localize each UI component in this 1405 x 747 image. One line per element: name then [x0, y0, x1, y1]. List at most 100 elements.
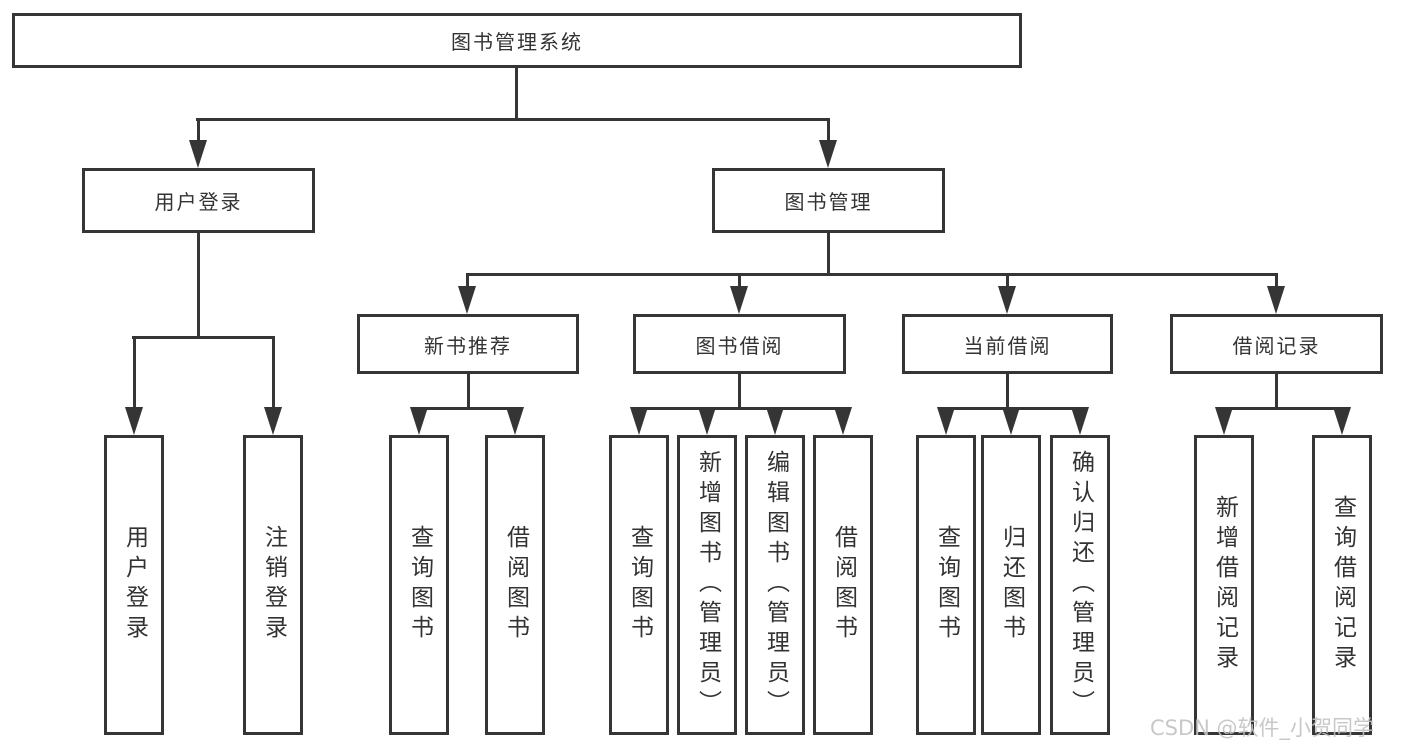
leaf-logout-label: 注销登录: [260, 525, 287, 645]
node-current-borrow-label: 当前借阅: [963, 333, 1052, 358]
node-new-book-recommend: 新书推荐: [357, 314, 579, 374]
node-book-management: 图书管理: [712, 168, 945, 233]
arrow-shaft: [196, 118, 200, 142]
connector-book-management-hbar: [466, 273, 1278, 276]
arrow-head: [1267, 286, 1285, 314]
arrow-shaft: [1005, 273, 1009, 288]
leaf-borrow-book-1-label: 借阅图书: [502, 525, 529, 645]
connector-book-borrow-stem: [738, 374, 741, 410]
arrow-down-icon: [264, 336, 282, 435]
leaf-user-login: 用户登录: [104, 435, 164, 735]
node-new-book-recommend-label: 新书推荐: [424, 333, 512, 358]
arrow-down-icon: [937, 407, 955, 435]
arrow-down-icon: [998, 273, 1016, 314]
arrow-head: [1215, 407, 1233, 435]
node-borrow-record: 借阅记录: [1170, 314, 1383, 374]
csdn-watermark: CSDN @软件_小贺同学: [1150, 716, 1375, 740]
arrow-down-icon: [630, 407, 648, 435]
leaf-user-login-label: 用户登录: [121, 525, 148, 645]
arrow-down-icon: [125, 336, 143, 435]
arrow-down-icon: [1267, 273, 1285, 314]
arrow-down-icon: [766, 407, 784, 435]
leaf-edit-book-admin: 编辑图书（管理员）: [745, 435, 805, 735]
leaf-confirm-return-admin: 确认归还（管理员）: [1050, 435, 1110, 735]
arrow-down-icon: [189, 118, 207, 168]
arrow-shaft: [465, 273, 469, 288]
leaf-borrow-book-1: 借阅图书: [485, 435, 545, 735]
arrow-head: [766, 407, 784, 435]
connector-user-login-stem: [197, 233, 200, 339]
arrow-down-icon: [834, 407, 852, 435]
arrow-head: [1333, 407, 1351, 435]
arrow-shaft: [1274, 273, 1278, 288]
arrow-down-icon: [1002, 407, 1020, 435]
arrow-shaft: [132, 336, 136, 409]
arrow-head: [819, 140, 837, 168]
node-user-login: 用户登录: [82, 168, 315, 233]
connector-current-borrow-stem: [1006, 374, 1009, 410]
leaf-confirm-return-admin-label: 确认归还（管理员）: [1067, 450, 1094, 720]
arrow-down-icon: [730, 273, 748, 314]
leaf-query-book-2: 查询图书: [609, 435, 669, 735]
leaf-edit-book-admin-label: 编辑图书（管理员）: [762, 450, 789, 720]
arrow-head: [937, 407, 955, 435]
connector-book-borrow-hbar: [637, 407, 845, 410]
leaf-borrow-book-2-label: 借阅图书: [830, 525, 857, 645]
arrow-head: [189, 140, 207, 168]
leaf-logout: 注销登录: [243, 435, 303, 735]
leaf-query-borrow-record: 查询借阅记录: [1312, 435, 1372, 735]
connector-borrow-record-hbar: [1222, 407, 1344, 410]
leaf-add-book-admin: 新增图书（管理员）: [677, 435, 737, 735]
leaf-query-book-2-label: 查询图书: [626, 525, 653, 645]
connector-new-book-stem: [467, 374, 470, 410]
arrow-head: [506, 407, 524, 435]
arrow-down-icon: [1333, 407, 1351, 435]
arrow-head: [410, 407, 428, 435]
connector-borrow-record-stem: [1275, 374, 1278, 410]
connector-new-book-hbar: [417, 407, 517, 410]
connector-root-hbar: [196, 118, 830, 121]
node-book-borrow: 图书借阅: [633, 314, 846, 374]
arrow-head: [834, 407, 852, 435]
arrow-shaft: [271, 336, 275, 409]
arrow-head: [630, 407, 648, 435]
leaf-return-book: 归还图书: [981, 435, 1041, 735]
arrow-down-icon: [410, 407, 428, 435]
arrow-down-icon: [458, 273, 476, 314]
arrow-head: [125, 407, 143, 435]
connector-root-stem: [515, 68, 518, 121]
arrow-down-icon: [698, 407, 716, 435]
connector-user-login-hbar: [132, 336, 275, 339]
node-user-login-label: 用户登录: [154, 190, 243, 214]
node-current-borrow: 当前借阅: [902, 314, 1113, 374]
leaf-add-borrow-record: 新增借阅记录: [1194, 435, 1254, 735]
leaf-query-book-1: 查询图书: [389, 435, 449, 735]
leaf-add-borrow-record-label: 新增借阅记录: [1211, 495, 1238, 675]
leaf-return-book-label: 归还图书: [998, 525, 1025, 645]
leaf-query-book-1-label: 查询图书: [406, 525, 433, 645]
arrow-down-icon: [506, 407, 524, 435]
arrow-down-icon: [1071, 407, 1089, 435]
node-root-label: 图书管理系统: [451, 30, 583, 54]
connector-book-management-stem: [827, 233, 830, 276]
arrow-head: [1002, 407, 1020, 435]
leaf-borrow-book-2: 借阅图书: [813, 435, 873, 735]
arrow-down-icon: [819, 118, 837, 168]
arrow-shaft: [826, 118, 830, 142]
node-book-management-label: 图书管理: [784, 190, 873, 214]
node-borrow-record-label: 借阅记录: [1232, 333, 1321, 358]
arrow-head: [730, 286, 748, 314]
arrow-head: [264, 407, 282, 435]
arrow-shaft: [737, 273, 741, 288]
arrow-head: [458, 286, 476, 314]
node-book-borrow-label: 图书借阅: [695, 333, 784, 358]
arrow-head: [698, 407, 716, 435]
leaf-query-book-3-label: 查询图书: [933, 525, 960, 645]
leaf-query-book-3: 查询图书: [916, 435, 976, 735]
node-root: 图书管理系统: [12, 13, 1022, 68]
arrow-head: [998, 286, 1016, 314]
leaf-add-book-admin-label: 新增图书（管理员）: [694, 450, 721, 720]
arrow-down-icon: [1215, 407, 1233, 435]
leaf-query-borrow-record-label: 查询借阅记录: [1329, 495, 1356, 675]
